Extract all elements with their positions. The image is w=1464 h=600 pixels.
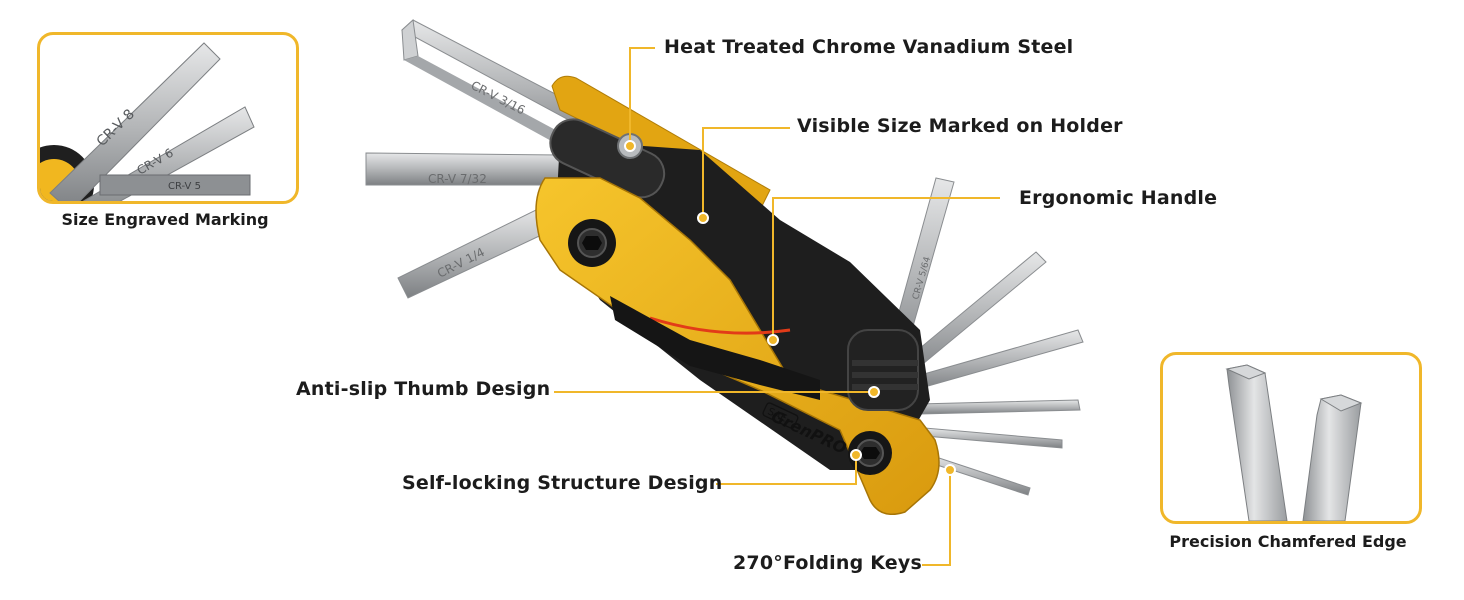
key-1-4: CR-V 1/4 — [397, 207, 553, 299]
engraved-keys-closeup: CR-V 8 CR-V 6 CR-V 5 — [40, 42, 255, 201]
key-7-32: CR-V 7/32 — [365, 152, 561, 186]
leader-lines — [554, 47, 1000, 566]
callout-anti-slip: Anti-slip Thumb Design — [296, 378, 551, 400]
chamfered-keys-closeup — [1225, 364, 1363, 521]
engraving-7-32: CR-V 7/32 — [428, 172, 487, 186]
inset-chamfered-caption: Precision Chamfered Edge — [1169, 532, 1407, 551]
engraving-cr-v-5: CR-V 5 — [168, 181, 201, 192]
leader-dots — [624, 140, 956, 476]
inset-engraved-marking: CR-V 8 CR-V 6 CR-V 5 — [37, 32, 299, 204]
callout-self-locking: Self-locking Structure Design — [402, 472, 723, 494]
callout-heat-treated: Heat Treated Chrome Vanadium Steel — [664, 36, 1074, 58]
callout-visible-size: Visible Size Marked on Holder — [797, 115, 1123, 137]
handle: GrenPRO SAE — [535, 75, 940, 515]
callout-folding-keys: 270°Folding Keys — [733, 552, 922, 574]
inset-chamfered-edge — [1160, 352, 1422, 524]
inset-engraved-caption: Size Engraved Marking — [61, 210, 269, 229]
callout-ergonomic-handle: Ergonomic Handle — [1019, 187, 1218, 209]
